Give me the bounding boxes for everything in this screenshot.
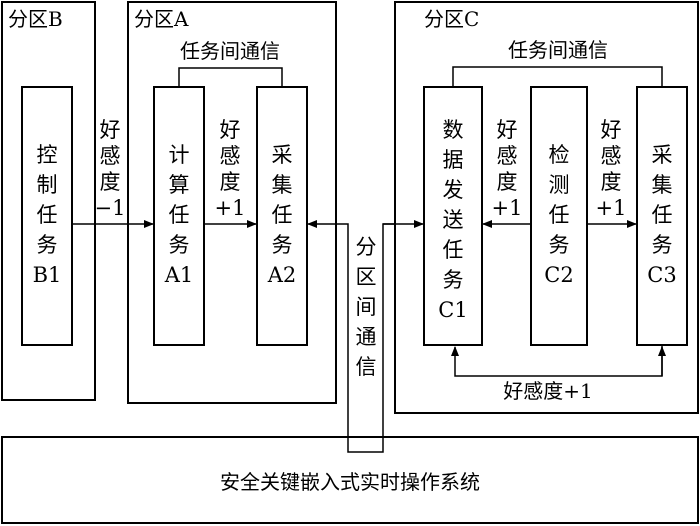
comm-label-a: 任务间通信 (180, 39, 280, 63)
partition-a-title: 分区A (134, 7, 189, 31)
task-c1-box (423, 86, 483, 346)
comm-connector-a (178, 67, 283, 87)
inter-partition-label-bg (352, 232, 380, 382)
os-title: 安全关键嵌入式实时操作系统 (220, 470, 480, 494)
edge-label-a1-a2: 好感度+1 (215, 118, 246, 220)
task-b1-box (21, 86, 73, 346)
edge-label-b1-a1: 好感度−1 (95, 118, 126, 220)
partition-b-title: 分区B (8, 7, 63, 31)
task-c2-box (530, 86, 588, 346)
comm-label-c: 任务间通信 (508, 38, 608, 62)
partition-c-title: 分区C (424, 7, 479, 31)
edge-label-c2-c3: 好感度+1 (596, 118, 627, 220)
edge-label-c2-c1: 好感度+1 (492, 118, 523, 220)
inter-partition-label: 分区间通信 (356, 235, 377, 379)
edge-label-c3-c1: 好感度+1 (503, 379, 592, 403)
task-a2-box (256, 86, 308, 346)
comm-connector-c (452, 66, 663, 87)
task-a1-box (153, 86, 205, 346)
task-c3-box (636, 86, 688, 346)
